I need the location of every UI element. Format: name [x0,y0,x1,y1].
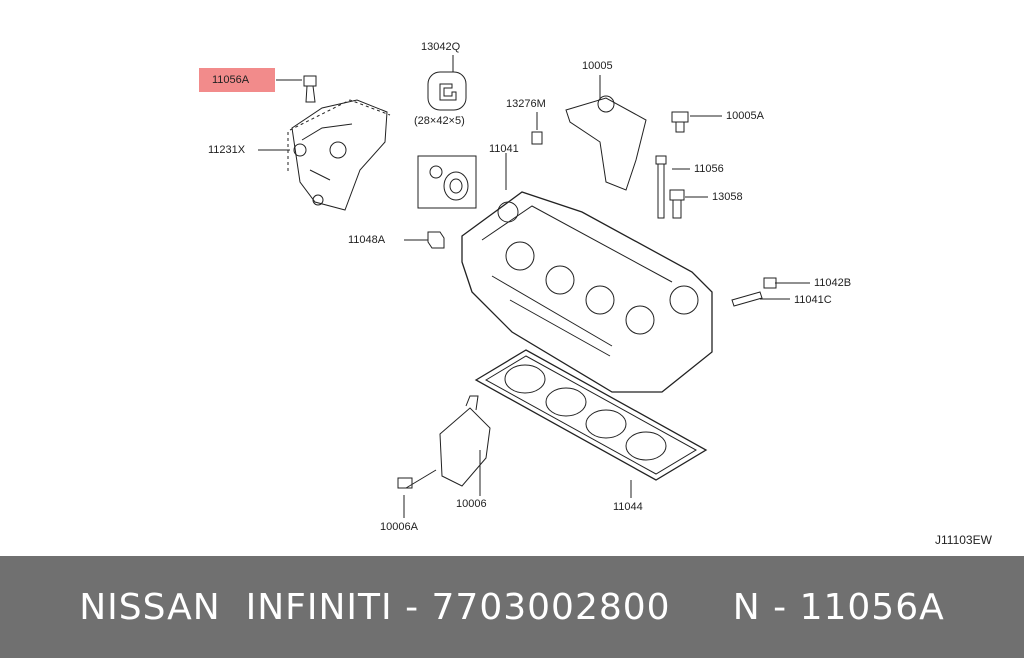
label-11044: 11044 [613,501,643,513]
label-11041C: 11041C [794,294,832,306]
highlighted-part-box [199,68,275,92]
diagram-drawing [258,55,810,518]
label-13058: 13058 [712,191,743,203]
part-number-caption: NISSAN INFINITI - 7703002800 N - 11056A [79,586,945,628]
label-10006A: 10006A [380,521,418,533]
label-11056: 11056 [694,163,724,175]
parts-diagram: 11056A 11231X 13042Q (28×42×5) 13276M 10… [199,41,992,547]
label-13042Q: 13042Q [421,41,461,53]
label-11056A: 11056A [212,74,250,86]
label-10005A: 10005A [726,110,764,122]
footer-banner: NISSAN INFINITI - 7703002800 N - 11056A [0,556,1024,658]
label-11041: 11041 [489,143,519,155]
label-13276M: 13276M [506,98,546,110]
label-10006: 10006 [456,498,487,510]
label-11042B: 11042B [814,277,852,289]
label-13042Q-size: (28×42×5) [414,115,465,127]
label-10005: 10005 [582,60,613,72]
label-11231X: 11231X [208,144,246,156]
label-11048A: 11048A [348,234,386,246]
diagram-code: J11103EW [935,533,992,547]
